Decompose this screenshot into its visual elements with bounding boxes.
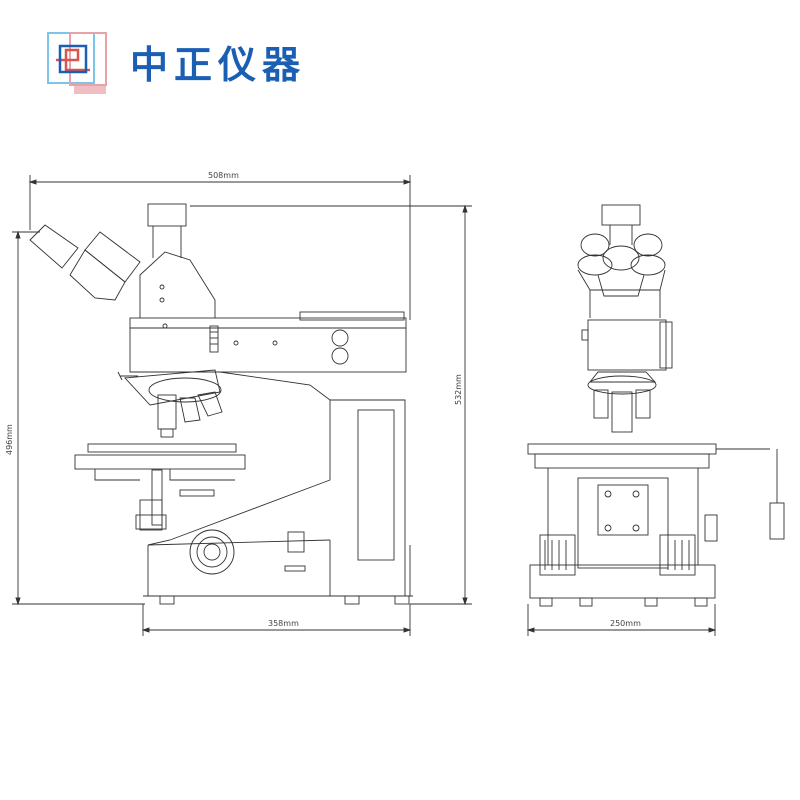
label-height-left: 496mm xyxy=(5,424,14,455)
label-front-width: 250mm xyxy=(610,619,641,628)
company-logo-icon xyxy=(47,32,107,94)
dimension-front-width xyxy=(526,604,717,636)
microscope-front-view xyxy=(527,204,785,607)
brand-name: 中正仪器 xyxy=(130,43,306,87)
dimension-height-left xyxy=(12,230,145,606)
label-base-width: 358mm xyxy=(268,619,299,628)
label-height-right: 532mm xyxy=(454,374,463,405)
dimension-overall-width xyxy=(28,175,412,320)
label-overall-width: 508mm xyxy=(208,171,239,180)
dimension-height-right xyxy=(190,204,472,606)
microscope-side-view xyxy=(29,203,413,605)
dimension-base-width xyxy=(141,604,412,636)
